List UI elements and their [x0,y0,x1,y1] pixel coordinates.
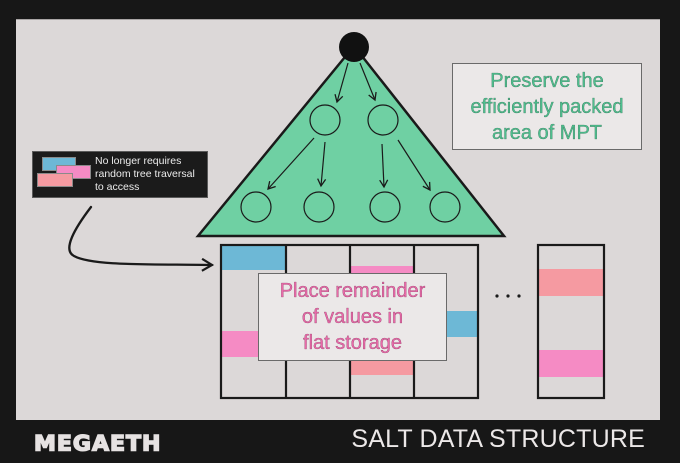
pointer-arrow-icon [68,205,215,272]
tree-node-icon [240,191,272,223]
page-title: SALT DATA STRUCTURE [351,425,645,453]
root-node-icon [339,32,369,62]
entry-salmon [539,269,603,296]
tree-node-icon [309,104,341,136]
entry-blue [222,245,286,270]
mpt-callout: Preserve the efficiently packed area of … [452,63,642,150]
bucket-n [536,243,606,400]
ellipsis-icon [495,294,499,298]
mpt-tree [195,32,507,238]
entry-salmon [351,359,413,375]
tree-node-icon [369,191,401,223]
legend-box: No longer requires random tree traversal… [32,151,208,198]
legend-text: No longer requires random tree traversal… [95,155,195,193]
tree-node-icon [429,191,461,223]
brand-logo: MEGAETH [33,432,162,457]
mpt-callout-text: Preserve the efficiently packed area of … [470,69,624,144]
flat-storage-callout-text: Place remainder of values in flat storag… [279,280,426,354]
flat-storage-callout: Place remainder of values in flat storag… [258,273,447,361]
entry-pink [539,350,603,377]
tree-node-icon [303,191,335,223]
legend-swatch-salmon [37,173,73,187]
entry-pink [351,266,413,276]
tree-node-icon [367,104,399,136]
